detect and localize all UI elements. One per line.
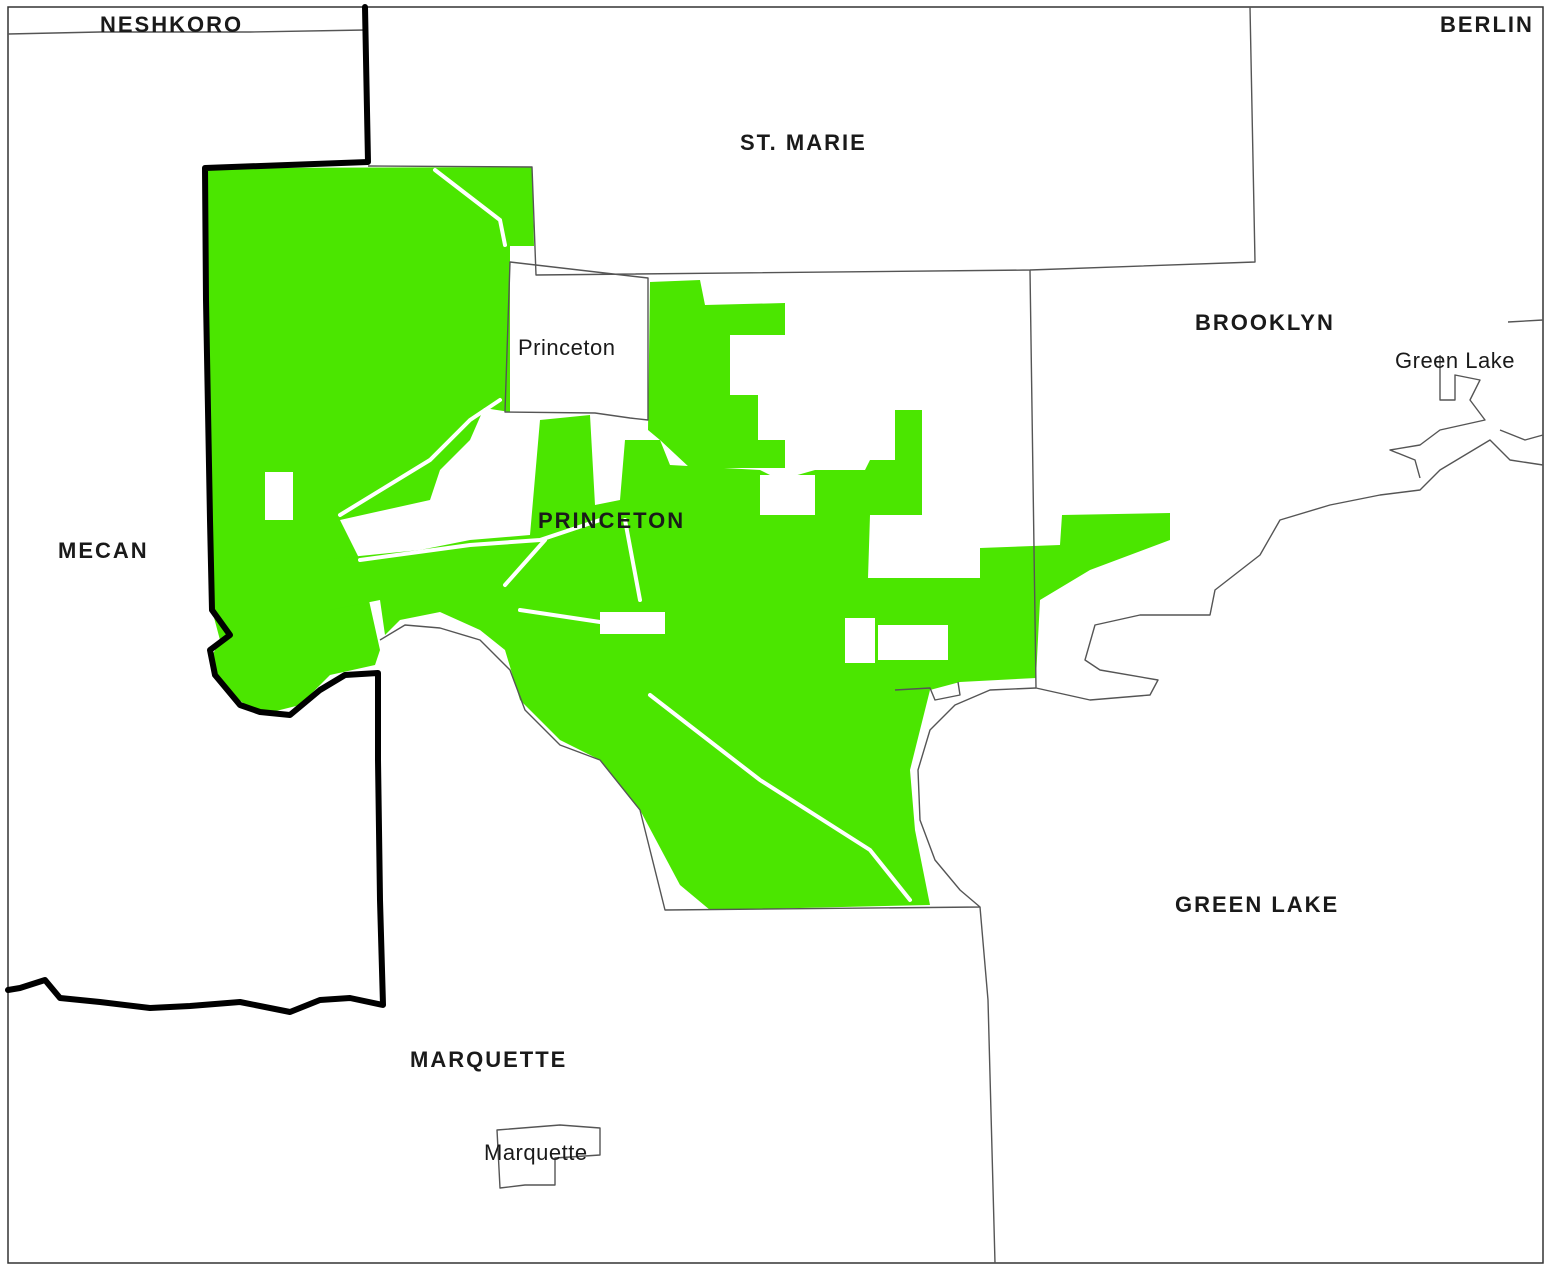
unhighlighted-parcel [480,418,520,503]
unhighlighted-parcel [760,475,815,515]
road-line [338,398,502,517]
label-marquette-town: MARQUETTE [410,1047,567,1072]
highlight-west-block [205,167,534,715]
green-lake-town-boundary [979,906,996,1264]
neshkoro-boundary [7,29,366,35]
label-brooklyn: BROOKLYN [1195,310,1335,335]
brooklyn-boundary [1029,269,1544,701]
road-line [623,518,642,602]
label-st-marie: ST. MARIE [740,130,867,155]
label-marquette-city: Marquette [484,1140,588,1165]
county-boundary [5,4,386,1015]
st-marie-boundary [367,6,1256,276]
label-neshkoro: NESHKORO [100,12,243,37]
green-lake-city-boundary [1389,319,1544,479]
label-princeton-city: Princeton [518,335,615,360]
label-green-lake-city: Green Lake [1395,348,1515,373]
unhighlighted-parcel [878,625,948,660]
highlight-north-block [648,280,785,468]
label-princeton-town: PRINCETON [538,508,685,533]
label-berlin: BERLIN [1440,12,1534,37]
road-line [358,518,602,562]
road-line [648,693,912,902]
lake-shoreline [379,624,1037,911]
map-labels: NESHKORO BERLIN ST. MARIE BROOKLYN Green… [58,12,1534,1165]
label-green-lake-town: GREEN LAKE [1175,892,1339,917]
unhighlighted-parcel [265,472,293,520]
road-line [503,538,547,587]
unhighlighted-parcel [600,612,665,634]
marquette-city-boundary [496,1124,601,1189]
unhighlighted-parcel [845,618,875,663]
highlighted-area [205,167,1170,910]
boundaries [7,6,1544,1264]
label-mecan: MECAN [58,538,149,563]
road-line [433,168,507,247]
inlet-boundary [894,681,961,701]
highlight-central-block [320,410,1170,910]
princeton-city-boundary [504,261,649,421]
